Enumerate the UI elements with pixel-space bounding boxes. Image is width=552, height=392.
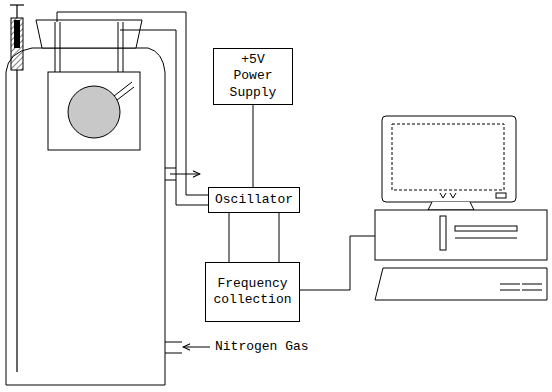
wire-connector — [229, 213, 230, 262]
computer — [375, 116, 547, 300]
electrode-wire — [57, 12, 208, 195]
gas-outlet — [165, 168, 200, 180]
electrode-wire — [120, 30, 208, 205]
process-box: Oscillator — [208, 187, 300, 213]
stopper — [36, 20, 142, 48]
box-label: Frequency collection — [211, 276, 294, 309]
syringe — [10, 5, 24, 372]
box-label: +5V Power Supply — [219, 52, 287, 101]
quartz-crystal — [68, 86, 120, 138]
reaction-vessel — [6, 48, 165, 385]
wire-connector — [279, 213, 280, 262]
data-cable — [300, 236, 375, 290]
process-box: +5V Power Supply — [213, 48, 293, 105]
gas-inlet — [165, 342, 210, 353]
box-label: Oscillator — [215, 192, 293, 208]
gas-label: Nitrogen Gas — [214, 339, 310, 355]
wire-connector — [253, 105, 254, 187]
crystal-holder — [48, 22, 140, 150]
process-box: Frequency collection — [205, 262, 300, 322]
